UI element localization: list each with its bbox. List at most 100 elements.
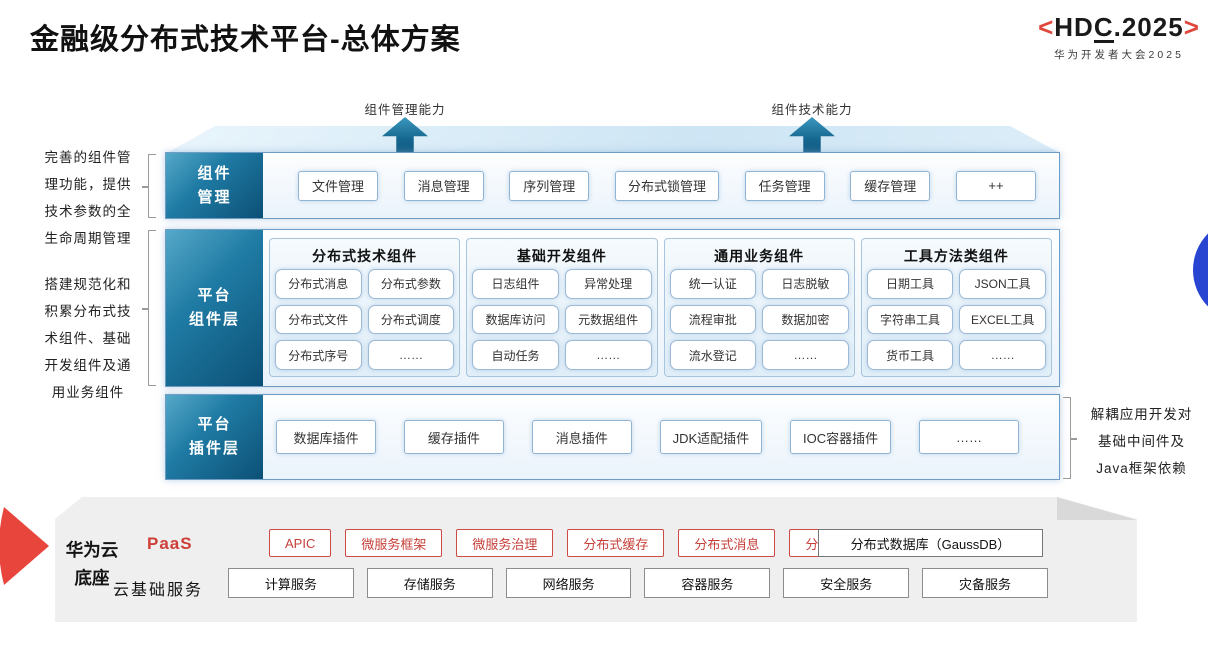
capability-label-technology: 组件技术能力 (771, 103, 853, 117)
note-platform-components: 搭建规范化和积累分布式技术组件、基础开发组件及通用业务组件 (28, 271, 148, 406)
component-chip: 分布式参数 (367, 269, 455, 299)
component-chip: 文件管理 (298, 170, 378, 201)
layer-label-line: 平台 (197, 287, 232, 304)
component-chip: ++ (955, 170, 1036, 201)
paas-label: PaaS (147, 534, 193, 553)
logo-text-post: .2025 (1113, 12, 1184, 42)
iaas-service-chip: 计算服务 (228, 568, 354, 598)
component-group: 通用业务组件 统一认证日志脱敏流程审批数据加密流水登记…… (663, 238, 855, 377)
component-chip: 数据加密 (762, 304, 849, 335)
plugin-chip: …… (918, 420, 1019, 454)
layer-label-line: 插件层 (188, 440, 240, 457)
component-chip: 分布式调度 (367, 304, 455, 335)
component-group-title: 通用业务组件 (714, 247, 805, 264)
component-chip: 流水登记 (669, 340, 757, 370)
component-chip: 日志组件 (472, 269, 559, 299)
component-chip: 数据库访问 (472, 304, 559, 335)
component-chip: 缓存管理 (850, 170, 931, 201)
plugin-chip: 消息插件 (531, 420, 632, 454)
red-wedge-arrow-icon (0, 507, 49, 585)
note-line: 技术参数的全 (44, 204, 132, 219)
logo-left-bracket: < (1038, 12, 1055, 42)
component-chip: 序列管理 (509, 170, 590, 201)
paas-service-chip: 分布式事务 (789, 529, 887, 557)
component-group-title: 基础开发组件 (516, 247, 607, 264)
component-chip: 统一认证 (669, 269, 757, 299)
component-chip: 日期工具 (866, 269, 954, 299)
cloud-base-label-line: 底座 (74, 568, 110, 588)
component-chip: …… (762, 340, 849, 370)
note-line: 理功能，提供 (44, 177, 132, 192)
component-group-items: 分布式消息分布式参数分布式文件分布式调度分布式序号…… (275, 269, 455, 370)
paas-service-chip: 分布式消息 (678, 529, 776, 557)
component-chip: 消息管理 (403, 170, 484, 201)
note-line: 开发组件及通 (44, 358, 132, 373)
paas-service-chip: 微服务框架 (345, 529, 443, 557)
component-chip: 流程审批 (669, 304, 757, 335)
iaas-label: 云基础服务 (113, 582, 204, 599)
layer-label-line: 组件 (197, 164, 232, 182)
component-chip: 分布式文件 (275, 304, 362, 335)
note-line: 完善的组件管 (44, 150, 132, 165)
paas-service-chip: APIC (269, 529, 332, 557)
plugin-chip: 数据库插件 (276, 420, 376, 454)
component-group-items: 统一认证日志脱敏流程审批数据加密流水登记…… (669, 269, 849, 370)
layer-label-line: 管理 (197, 188, 232, 206)
component-management-items: 文件管理消息管理序列管理分布式锁管理任务管理缓存管理++ (263, 153, 1059, 218)
note-line: 搭建规范化和 (44, 277, 132, 292)
component-group-title: 分布式技术组件 (312, 247, 418, 264)
logo-text-pre: HD (1054, 12, 1094, 42)
left-bracket (142, 230, 156, 386)
component-group-items: 日志组件异常处理数据库访问元数据组件自动任务…… (472, 269, 652, 370)
iaas-service-chip: 容器服务 (644, 568, 771, 598)
note-line: 基础中间件及 (1098, 434, 1185, 449)
logo-right-bracket: > (1183, 12, 1200, 42)
paas-service-chip: 微服务治理 (456, 529, 554, 557)
component-group-title: 工具方法类组件 (903, 247, 1009, 264)
paas-services-row: APIC 微服务框架微服务治理分布式缓存分布式消息分布式事务 (269, 529, 1043, 557)
cloud-base-label: 华为云底座 (58, 536, 126, 592)
plugin-chip: JDK适配插件 (659, 420, 763, 454)
component-chip: …… (564, 340, 652, 370)
component-chip: 分布式锁管理 (614, 170, 719, 201)
platform-top-face (167, 126, 1060, 153)
note-line: Java框架依赖 (1096, 461, 1187, 476)
plugin-chip: 缓存插件 (403, 420, 504, 454)
component-chip: 自动任务 (472, 340, 559, 370)
blue-circle-decoration (1193, 218, 1208, 322)
note-line: 术组件、基础 (44, 331, 132, 346)
component-chip: 日志脱敏 (762, 269, 849, 299)
right-bracket (1063, 397, 1077, 479)
page-title: 金融级分布式技术平台-总体方案 (30, 24, 461, 56)
left-bracket (142, 154, 156, 218)
component-chip: JSON工具 (959, 269, 1046, 299)
component-chip: 货币工具 (866, 340, 954, 370)
layer-row-platform-components: 平台组件层 分布式技术组件 分布式消息分布式参数分布式文件分布式调度分布式序号…… (165, 229, 1060, 387)
layer-label-platform-components: 平台组件层 (166, 230, 263, 386)
component-chip: …… (367, 340, 455, 370)
layer-label-line: 平台 (197, 416, 232, 433)
component-chip: EXCEL工具 (959, 304, 1046, 335)
component-chip: 异常处理 (564, 269, 652, 299)
iaas-service-chip: 网络服务 (505, 568, 632, 598)
note-line: 用业务组件 (51, 385, 125, 400)
note-line: 生命周期管理 (44, 231, 132, 246)
component-group: 分布式技术组件 分布式消息分布式参数分布式文件分布式调度分布式序号…… (269, 238, 461, 377)
layer-row-component-management: 组件管理 文件管理消息管理序列管理分布式锁管理任务管理缓存管理++ (165, 152, 1060, 219)
iaas-service-chip: 灾备服务 (922, 568, 1048, 598)
paas-service-chip: 分布式缓存 (567, 529, 665, 557)
iaas-service-chip: 存储服务 (366, 568, 493, 598)
capability-label-management: 组件管理能力 (364, 103, 446, 117)
component-chip: …… (959, 340, 1046, 370)
note-line: 解耦应用开发对 (1090, 407, 1193, 422)
platform-component-groups: 分布式技术组件 分布式消息分布式参数分布式文件分布式调度分布式序号…… 基础开发… (263, 230, 1059, 386)
note-line: 积累分布式技 (44, 304, 132, 319)
component-group: 基础开发组件 日志组件异常处理数据库访问元数据组件自动任务…… (466, 238, 658, 377)
component-chip: 元数据组件 (564, 304, 652, 335)
